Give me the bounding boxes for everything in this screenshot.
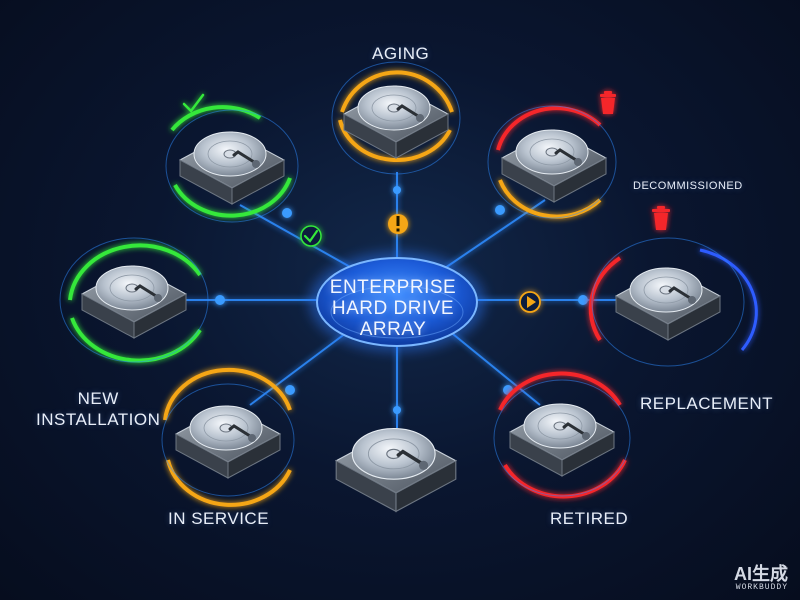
trash-icon	[652, 206, 670, 230]
center-title-line: ENTERPRISE	[329, 277, 457, 298]
node-dot	[578, 295, 588, 305]
center-node	[309, 252, 485, 352]
connector-lines	[175, 172, 620, 428]
stage-label-new-installation: NEW INSTALLATION	[36, 388, 160, 430]
stage-label-decommissioned: DECOMMISSIONED	[633, 180, 743, 192]
center-title-line: ARRAY	[359, 319, 427, 340]
connector-nodes	[215, 186, 588, 414]
stage-label-in-service: IN SERVICE	[168, 509, 270, 528]
node-dot	[495, 205, 505, 215]
drive-bottom	[334, 426, 458, 514]
link-in-service	[249, 329, 351, 406]
watermark: AI生成 WORKBUDDY	[734, 565, 788, 592]
checkmark-icon	[182, 93, 205, 113]
stage-label-retired: RETIRED	[550, 509, 629, 528]
exclamation-icon	[388, 214, 408, 234]
stage-label-line: INSTALLATION	[36, 410, 161, 429]
checkmark-icon	[300, 225, 322, 247]
drive-retired	[493, 371, 631, 499]
center-title-line: HARD DRIVE	[331, 298, 455, 319]
play-icon	[519, 291, 541, 313]
node-dot	[393, 406, 401, 414]
stage-label-aging: AGING	[372, 44, 430, 63]
drive-decommissioned	[487, 105, 617, 219]
watermark-main: AI生成	[734, 564, 788, 584]
trash-icon	[600, 91, 616, 114]
drive-new-installation	[59, 237, 209, 363]
node-dot	[215, 295, 225, 305]
node-dot	[282, 208, 292, 218]
drive-aging	[331, 61, 461, 175]
link-retired	[447, 329, 541, 406]
stage-label-replacement: REPLACEMENT	[640, 394, 774, 413]
node-dot	[285, 385, 295, 395]
drive-in-service	[161, 367, 295, 507]
link-healthy	[239, 204, 353, 269]
drive-healthy	[165, 105, 299, 223]
stage-label-line: NEW	[77, 389, 119, 408]
watermark-sub: WORKBUDDY	[735, 583, 788, 592]
drive-replacement	[588, 237, 758, 367]
node-dot	[393, 186, 401, 194]
center-title: ENTERPRISE HARD DRIVE ARRAY	[318, 277, 468, 340]
